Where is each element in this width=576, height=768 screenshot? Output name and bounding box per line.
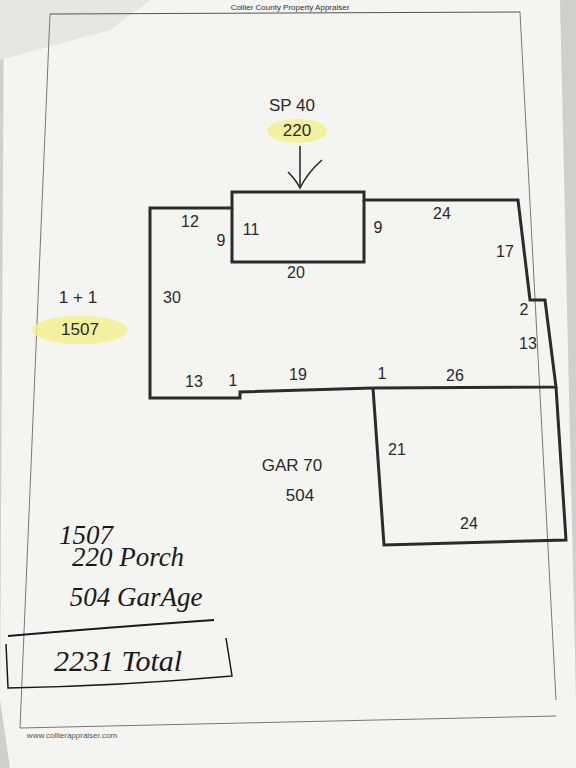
total-box	[6, 638, 232, 688]
area-value: 504	[286, 487, 314, 506]
frame-line	[20, 14, 50, 728]
house-outline	[150, 192, 556, 398]
area-code: GAR 70	[262, 457, 322, 476]
area-code: 1 + 1	[59, 289, 97, 308]
leader-arrow	[299, 146, 301, 186]
dimension: 26	[446, 367, 464, 385]
dimension: 9	[217, 232, 226, 250]
dimension: 1	[229, 372, 238, 390]
dimension: 24	[433, 205, 451, 223]
frame-line	[20, 716, 556, 728]
handwritten-note: 504 GarAge	[70, 583, 203, 613]
dimension: 30	[163, 289, 181, 307]
dimension: 11	[243, 221, 260, 239]
handwritten-note: 220 Porch	[72, 543, 184, 573]
dimension: 12	[181, 213, 199, 231]
highlight	[32, 316, 128, 344]
highlight	[267, 119, 327, 143]
porch-outline	[232, 200, 364, 262]
area-value: 220	[283, 122, 311, 141]
dimension: 19	[289, 366, 307, 384]
handwritten-total: 2231 Total	[54, 644, 182, 677]
dimension: 21	[388, 441, 406, 459]
sum-rule	[8, 620, 214, 636]
dimension: 1	[378, 365, 387, 383]
header-text: Collier County Property Appraiser	[231, 4, 350, 13]
dimension: 20	[287, 264, 305, 282]
paper-fold	[0, 0, 150, 60]
footer-url: www.collierappraiser.com	[27, 732, 117, 741]
dimension: 13	[519, 335, 537, 353]
dimension: 13	[185, 373, 203, 391]
header-rule	[50, 12, 520, 14]
dimension: 2	[520, 301, 529, 319]
dimension: 24	[460, 515, 478, 533]
garage-outline	[373, 387, 566, 545]
area-code: SP 40	[269, 97, 315, 116]
dimension: 17	[496, 243, 514, 261]
area-value: 1507	[61, 321, 99, 340]
dimension: 9	[374, 219, 383, 237]
arrowhead	[288, 160, 322, 188]
